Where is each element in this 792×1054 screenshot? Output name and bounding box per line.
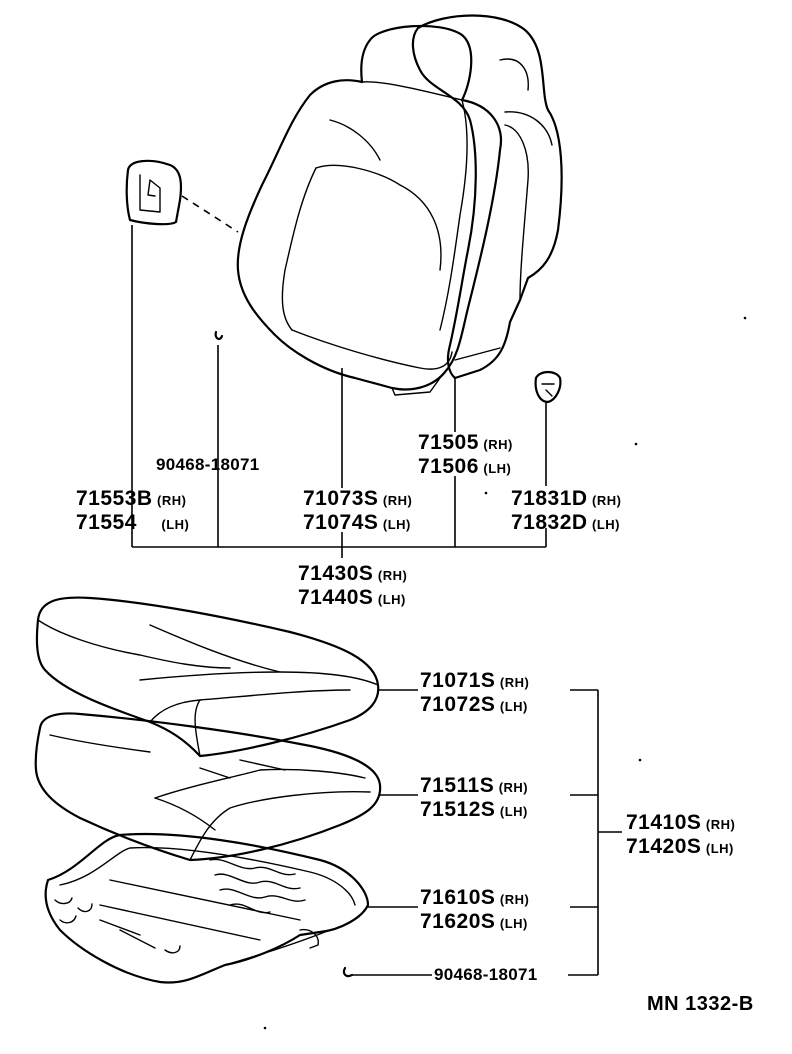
part-number-rh: 71610S — [420, 886, 496, 909]
seatback-group-label: 71430S (RH) 71440S (LH) — [298, 563, 407, 608]
part-number-rh: 71410S — [626, 811, 702, 834]
seatback-pad-illustration — [411, 14, 563, 380]
part-number-rh: 71831D — [511, 487, 588, 510]
cushion-frame-illustration — [44, 832, 370, 984]
part-number-rh: 71071S — [420, 669, 496, 692]
rh-tag: (RH) — [377, 568, 408, 583]
part-number-lh: 71420S — [626, 835, 702, 858]
cushion-group-label: 71410S (RH) 71420S (LH) — [626, 812, 735, 857]
part-number-lh: 71554 — [76, 511, 137, 534]
lh-tag: (LH) — [499, 916, 528, 931]
rh-tag: (RH) — [382, 493, 413, 508]
hog-ring-upper-label: 90468-18071 — [156, 456, 260, 474]
cushion-pad-label: 71511S (RH) 71512S (LH) — [420, 775, 528, 820]
headrest-clip-label: 71831D (RH) 71832D (LH) — [511, 488, 621, 533]
lh-tag: (LH) — [592, 517, 621, 532]
headrest-clip-illustration — [534, 370, 562, 404]
part-number-rh: 71430S — [298, 562, 374, 585]
lh-tag: (LH) — [499, 804, 528, 819]
lh-tag: (LH) — [161, 517, 190, 532]
seatback-pad-label: 71505 (RH) 71506 (LH) — [418, 432, 513, 477]
seatback-bracket-illustration — [125, 159, 239, 233]
lh-tag: (LH) — [483, 461, 512, 476]
rh-tag: (RH) — [483, 437, 513, 452]
hog-ring-upper-illustration — [214, 330, 224, 341]
part-number-lh: 71506 — [418, 455, 479, 478]
lh-tag: (LH) — [377, 592, 406, 607]
cushion-cover-illustration — [35, 596, 380, 758]
rh-tag: (RH) — [592, 493, 622, 508]
cushion-cover-label: 71071S (RH) 71072S (LH) — [420, 670, 529, 715]
part-number-rh: 71553B — [76, 487, 153, 510]
scan-specks — [263, 316, 747, 1030]
part-number-rh: 71511S — [420, 774, 495, 797]
rh-tag: (RH) — [705, 817, 736, 832]
part-number-lh: 71072S — [420, 693, 496, 716]
part-number-rh: 71073S — [303, 487, 379, 510]
lh-tag: (LH) — [705, 841, 734, 856]
seatback-cover-illustration — [236, 24, 503, 396]
lh-tag: (LH) — [499, 699, 528, 714]
seatback-cover-label: 71553B (RH) 71554 (LH) — [76, 488, 189, 533]
part-number: 90468-18071 — [434, 965, 538, 984]
cushion-pad-illustration — [34, 712, 382, 862]
lower-leader-lines — [352, 689, 622, 976]
part-number-lh: 71832D — [511, 511, 588, 534]
rh-tag: (RH) — [498, 780, 529, 795]
rh-tag: (RH) — [499, 675, 530, 690]
diagram-code: MN 1332-B — [647, 994, 754, 1014]
part-number-lh: 71074S — [303, 511, 379, 534]
part-number-lh: 71620S — [420, 910, 496, 933]
diagram-code-text: MN 1332-B — [647, 993, 754, 1015]
part-number-lh: 71440S — [298, 586, 374, 609]
hog-ring-lower-illustration — [342, 966, 354, 978]
part-number: 90468-18071 — [156, 455, 260, 474]
lh-tag: (LH) — [382, 517, 411, 532]
rh-tag: (RH) — [499, 892, 530, 907]
cushion-frame-label: 71610S (RH) 71620S (LH) — [420, 887, 529, 932]
part-number-lh: 71512S — [420, 798, 496, 821]
seatback-assembly-label: 71073S (RH) 71074S (LH) — [303, 488, 412, 533]
upper-leader-lines — [131, 225, 547, 558]
hog-ring-lower-label: 90468-18071 — [434, 966, 538, 984]
rh-tag: (RH) — [157, 493, 187, 508]
part-number-rh: 71505 — [418, 431, 479, 454]
